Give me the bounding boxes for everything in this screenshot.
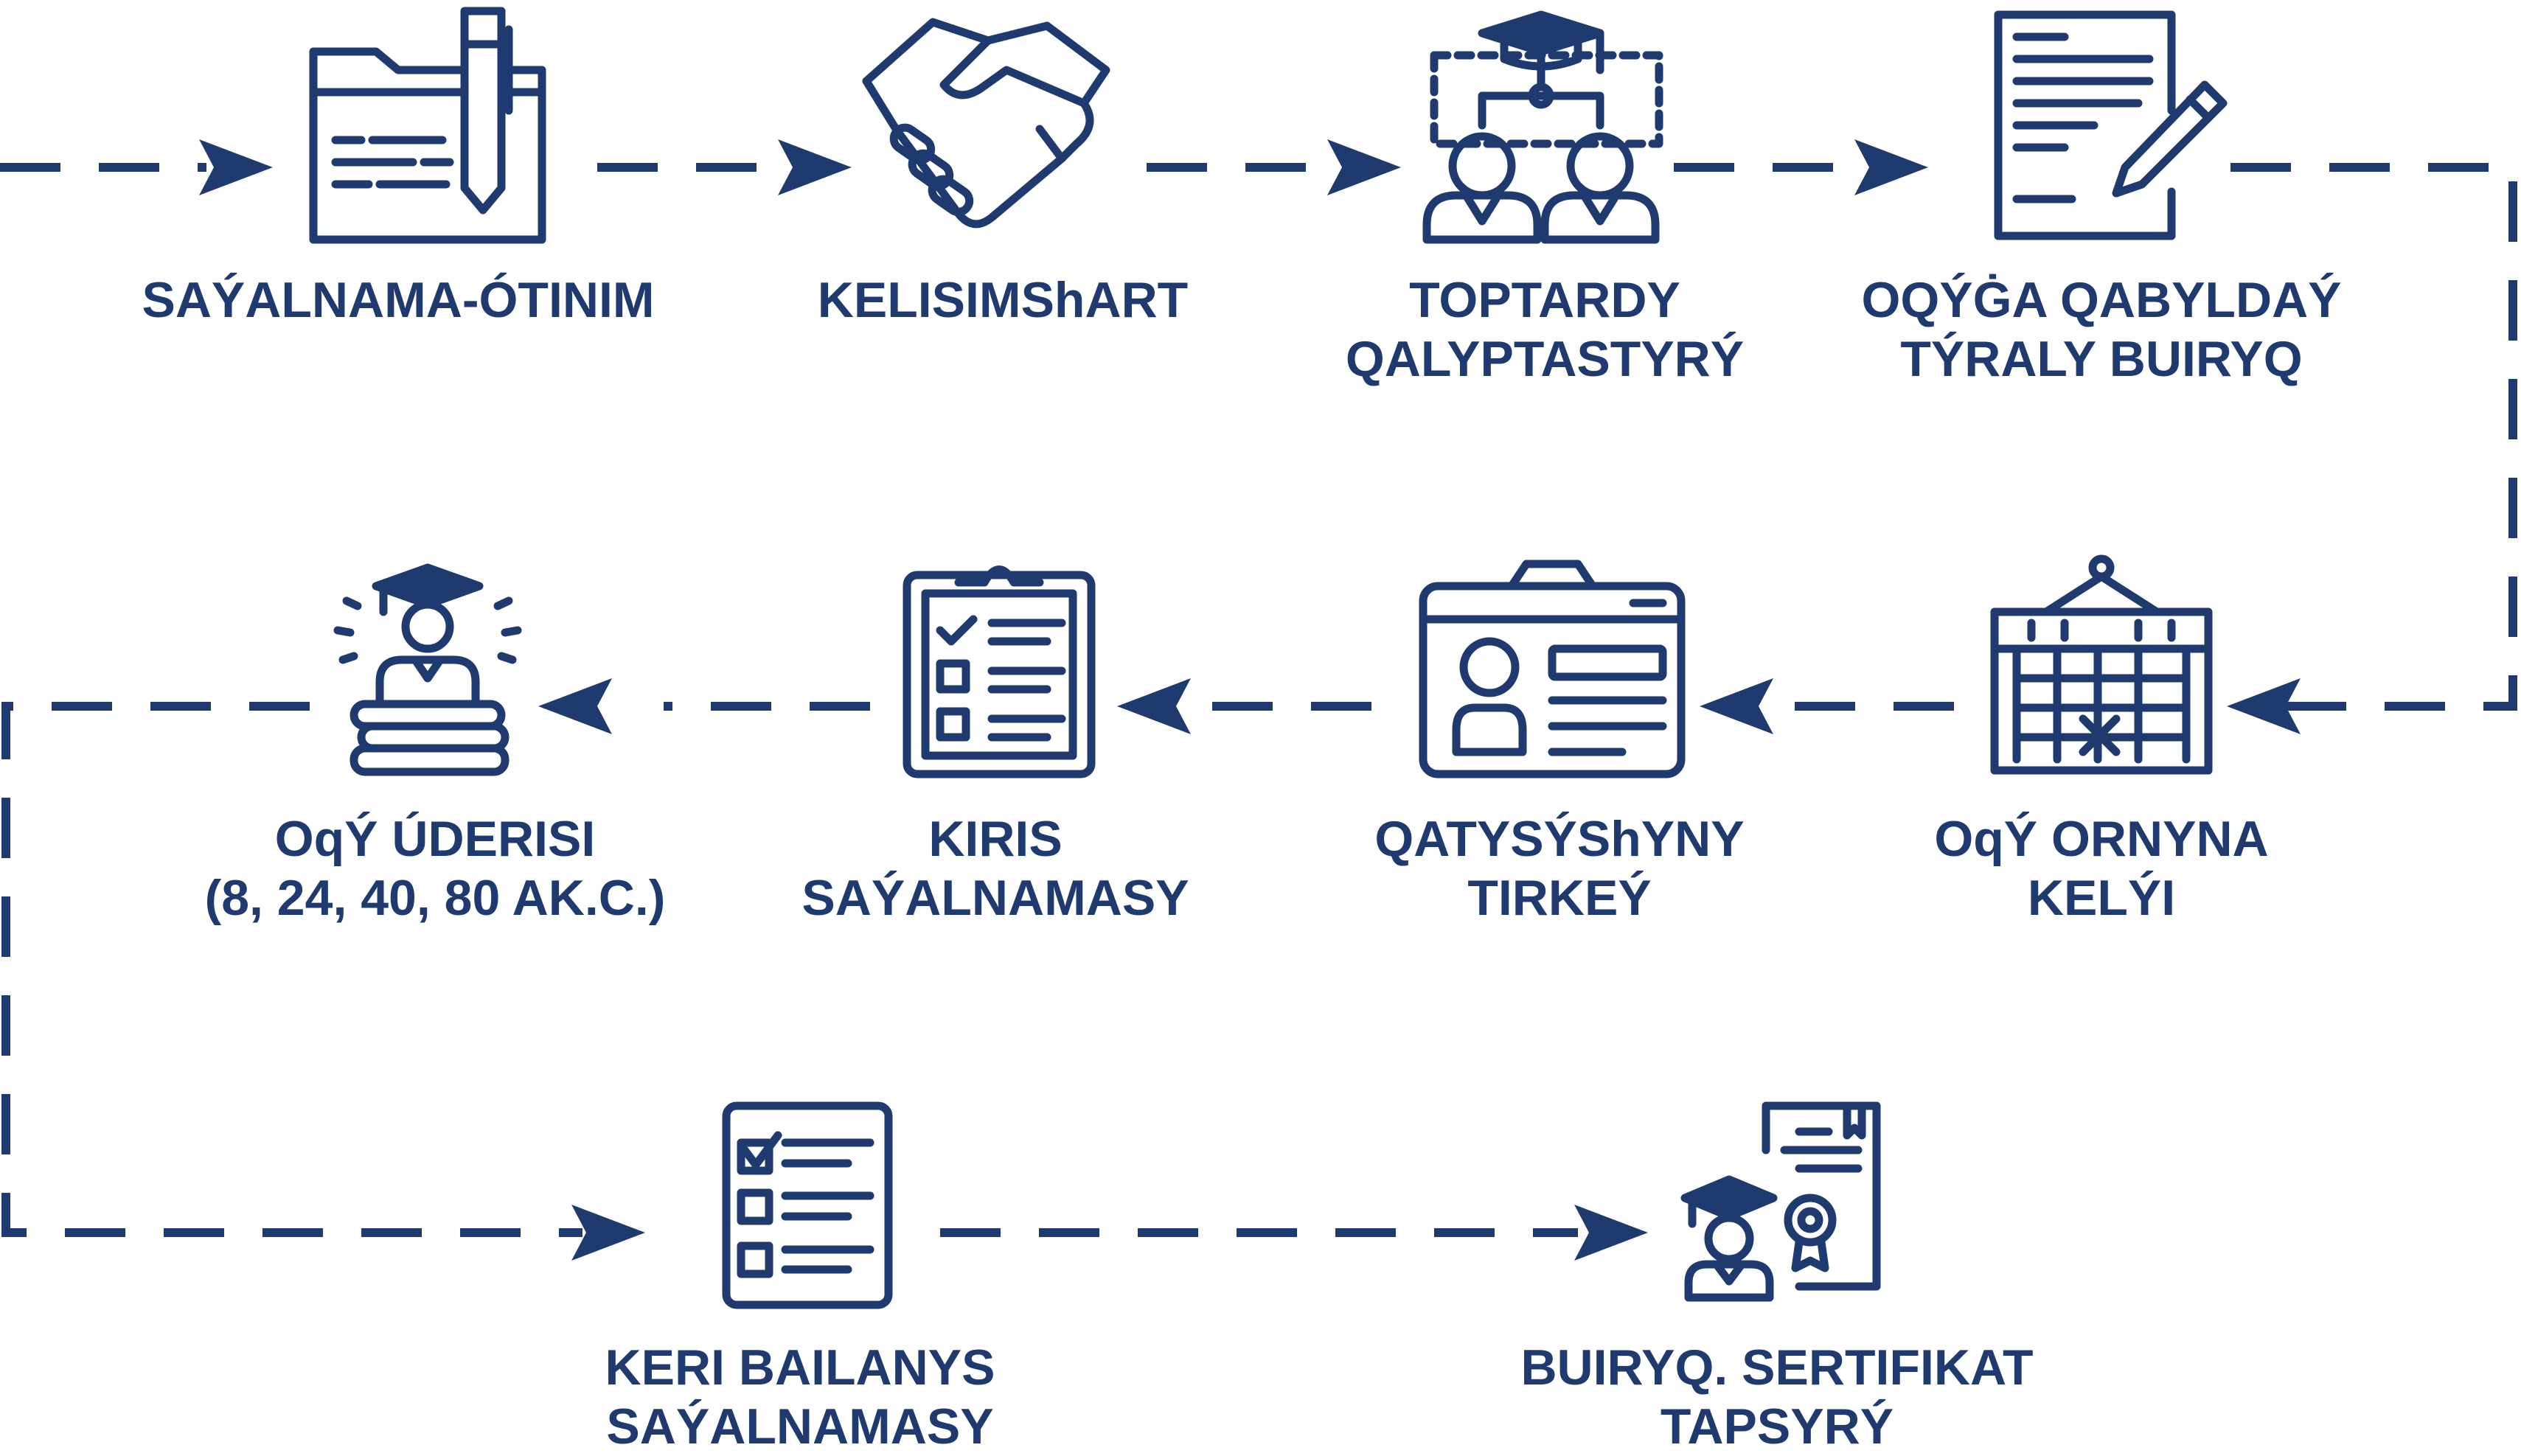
- arrowhead-1: [199, 139, 273, 195]
- checklist-form-icon: [722, 1101, 893, 1309]
- arrowhead-2: [778, 139, 852, 195]
- arrowhead-4: [1854, 139, 1928, 195]
- step-label-kiris: KIRIS SAÝALNAMASY: [801, 811, 1189, 926]
- connector-8-9: [1, 702, 583, 1237]
- handshake-icon: [862, 18, 1110, 229]
- step-label-toptardy: TOPTARDY QALYPTASTYRÝ: [1345, 272, 1745, 387]
- calendar-icon: [1990, 554, 2213, 775]
- arrowhead-6: [1700, 678, 1773, 734]
- step-label-saualnama-otinim: SAÝALNAMA-ÓTINIM: [142, 272, 655, 328]
- connector-lines: [0, 163, 2517, 1237]
- arrowhead-8: [538, 678, 612, 734]
- id-card-icon: [1419, 560, 1686, 778]
- arrowhead-10: [1574, 1205, 1648, 1261]
- step-label-qatysushyny: QATYSÝShYNY TIRKEÝ: [1374, 811, 1745, 926]
- document-pen-icon: [1994, 10, 2228, 240]
- step-label-oqu-uderisi: OqÝ ÚDERISI (8, 24, 40, 80 AK.C.): [204, 811, 666, 926]
- clipboard-checklist-icon: [903, 565, 1096, 778]
- arrowhead-3: [1327, 139, 1401, 195]
- graduate-books-icon: [333, 563, 522, 776]
- step-label-buiryq-sertifikat: BUIRYQ. SERTIFIKAT TAPSYRÝ: [1520, 1340, 2034, 1455]
- certificate-graduate-icon: [1680, 1101, 1881, 1302]
- step-label-oqu-ornyna: OqÝ ORNYNA KELÝI: [1934, 811, 2269, 926]
- connector-4-5: [2230, 163, 2517, 711]
- step-label-keri-bailanys: KERI BAILANYS SAÝALNAMASY: [605, 1340, 995, 1455]
- step-label-kelisimshart: KELISIMShART: [817, 272, 1189, 328]
- folder-pen-icon: [309, 7, 546, 244]
- step-label-oqyga-qabyldau: OQÝĠA QABYLDAÝ TÝRALY BUIRYQ: [1861, 272, 2342, 387]
- arrowhead-7: [1117, 678, 1191, 734]
- group-team-icon: [1422, 10, 1663, 244]
